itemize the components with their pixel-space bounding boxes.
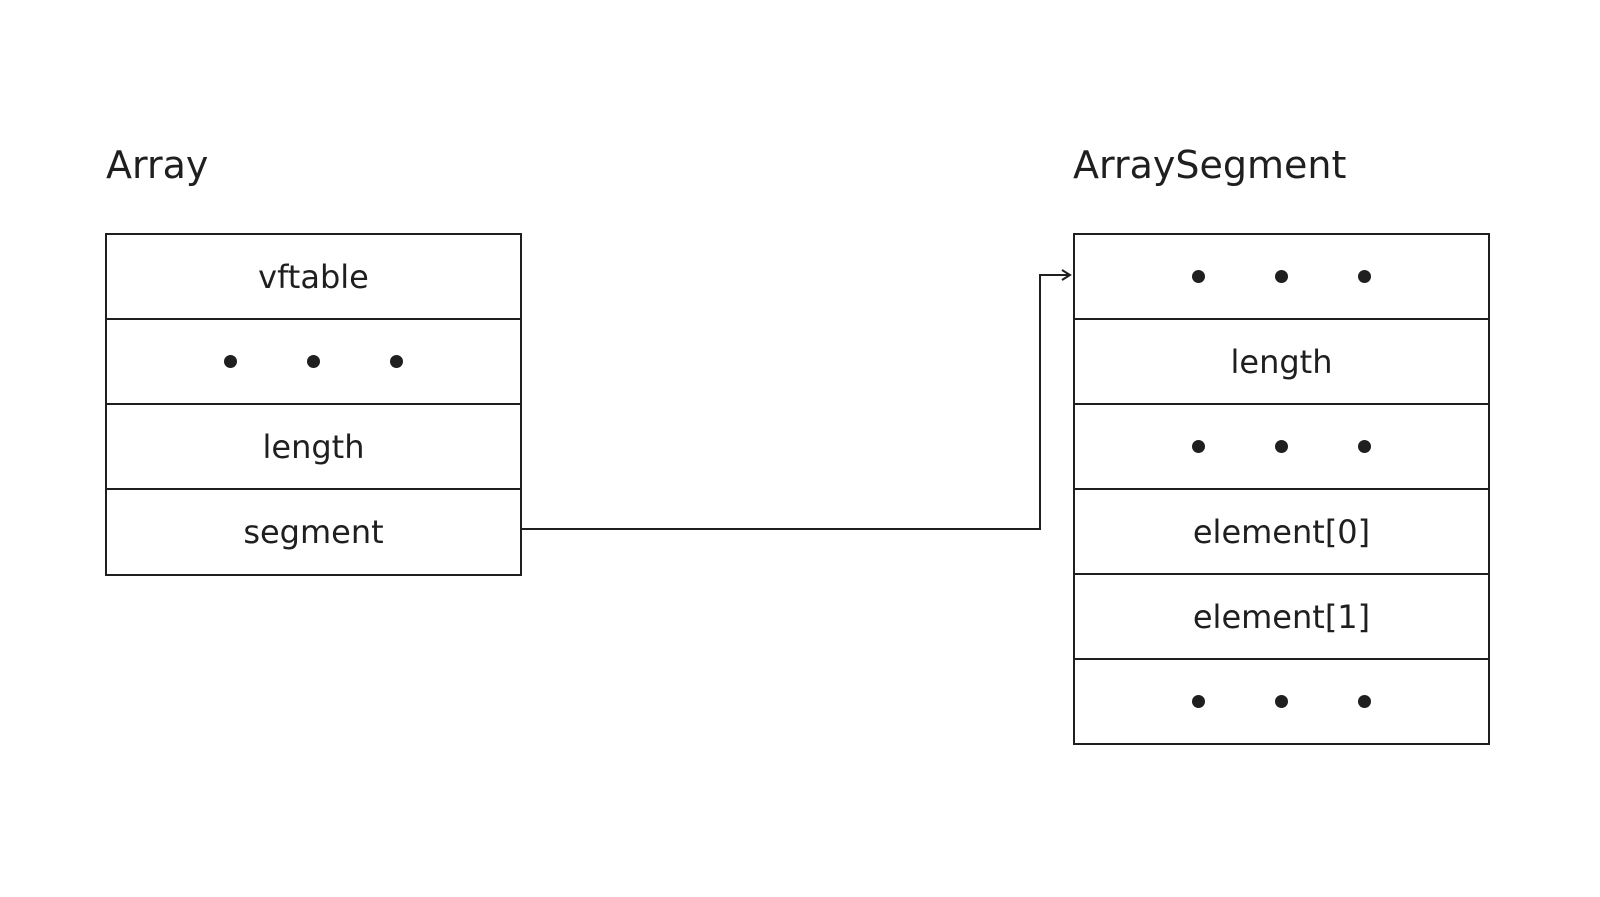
- dot-icon: [1275, 695, 1288, 708]
- array-cell-vftable-label: vftable: [258, 257, 369, 296]
- segment-cell-element-1: element[1]: [1075, 575, 1488, 660]
- array-cell-length: length: [107, 405, 520, 490]
- array-segment-box: length element[0] element[1]: [1073, 233, 1490, 745]
- dot-icon: [224, 355, 237, 368]
- dot-icon: [1192, 440, 1205, 453]
- array-title: Array: [106, 143, 209, 187]
- ellipsis-dots: [1192, 695, 1371, 708]
- arrowhead-icon: [1061, 269, 1072, 281]
- dot-icon: [1358, 440, 1371, 453]
- ellipsis-dots: [1192, 270, 1371, 283]
- array-cell-length-label: length: [262, 427, 365, 466]
- dot-icon: [1275, 440, 1288, 453]
- segment-pointer-line: [522, 274, 1068, 530]
- array-box: vftable length segment: [105, 233, 522, 576]
- array-segment-title: ArraySegment: [1073, 143, 1347, 187]
- array-cell-segment: segment: [107, 490, 520, 574]
- segment-cell-ellipsis-bottom: [1075, 660, 1488, 743]
- dot-icon: [1192, 270, 1205, 283]
- ellipsis-dots: [224, 355, 403, 368]
- segment-cell-ellipsis-middle: [1075, 405, 1488, 490]
- segment-cell-length-label: length: [1230, 342, 1333, 381]
- dot-icon: [1275, 270, 1288, 283]
- dot-icon: [1192, 695, 1205, 708]
- segment-cell-element-1-label: element[1]: [1192, 597, 1371, 636]
- dot-icon: [1358, 270, 1371, 283]
- segment-cell-element-0-label: element[0]: [1192, 512, 1371, 551]
- dot-icon: [390, 355, 403, 368]
- dot-icon: [1358, 695, 1371, 708]
- array-cell-ellipsis: [107, 320, 520, 405]
- ellipsis-dots: [1192, 440, 1371, 453]
- array-cell-segment-label: segment: [243, 513, 384, 551]
- segment-cell-element-0: element[0]: [1075, 490, 1488, 575]
- segment-cell-length: length: [1075, 320, 1488, 405]
- dot-icon: [307, 355, 320, 368]
- array-cell-vftable: vftable: [107, 235, 520, 320]
- segment-cell-ellipsis-top: [1075, 235, 1488, 320]
